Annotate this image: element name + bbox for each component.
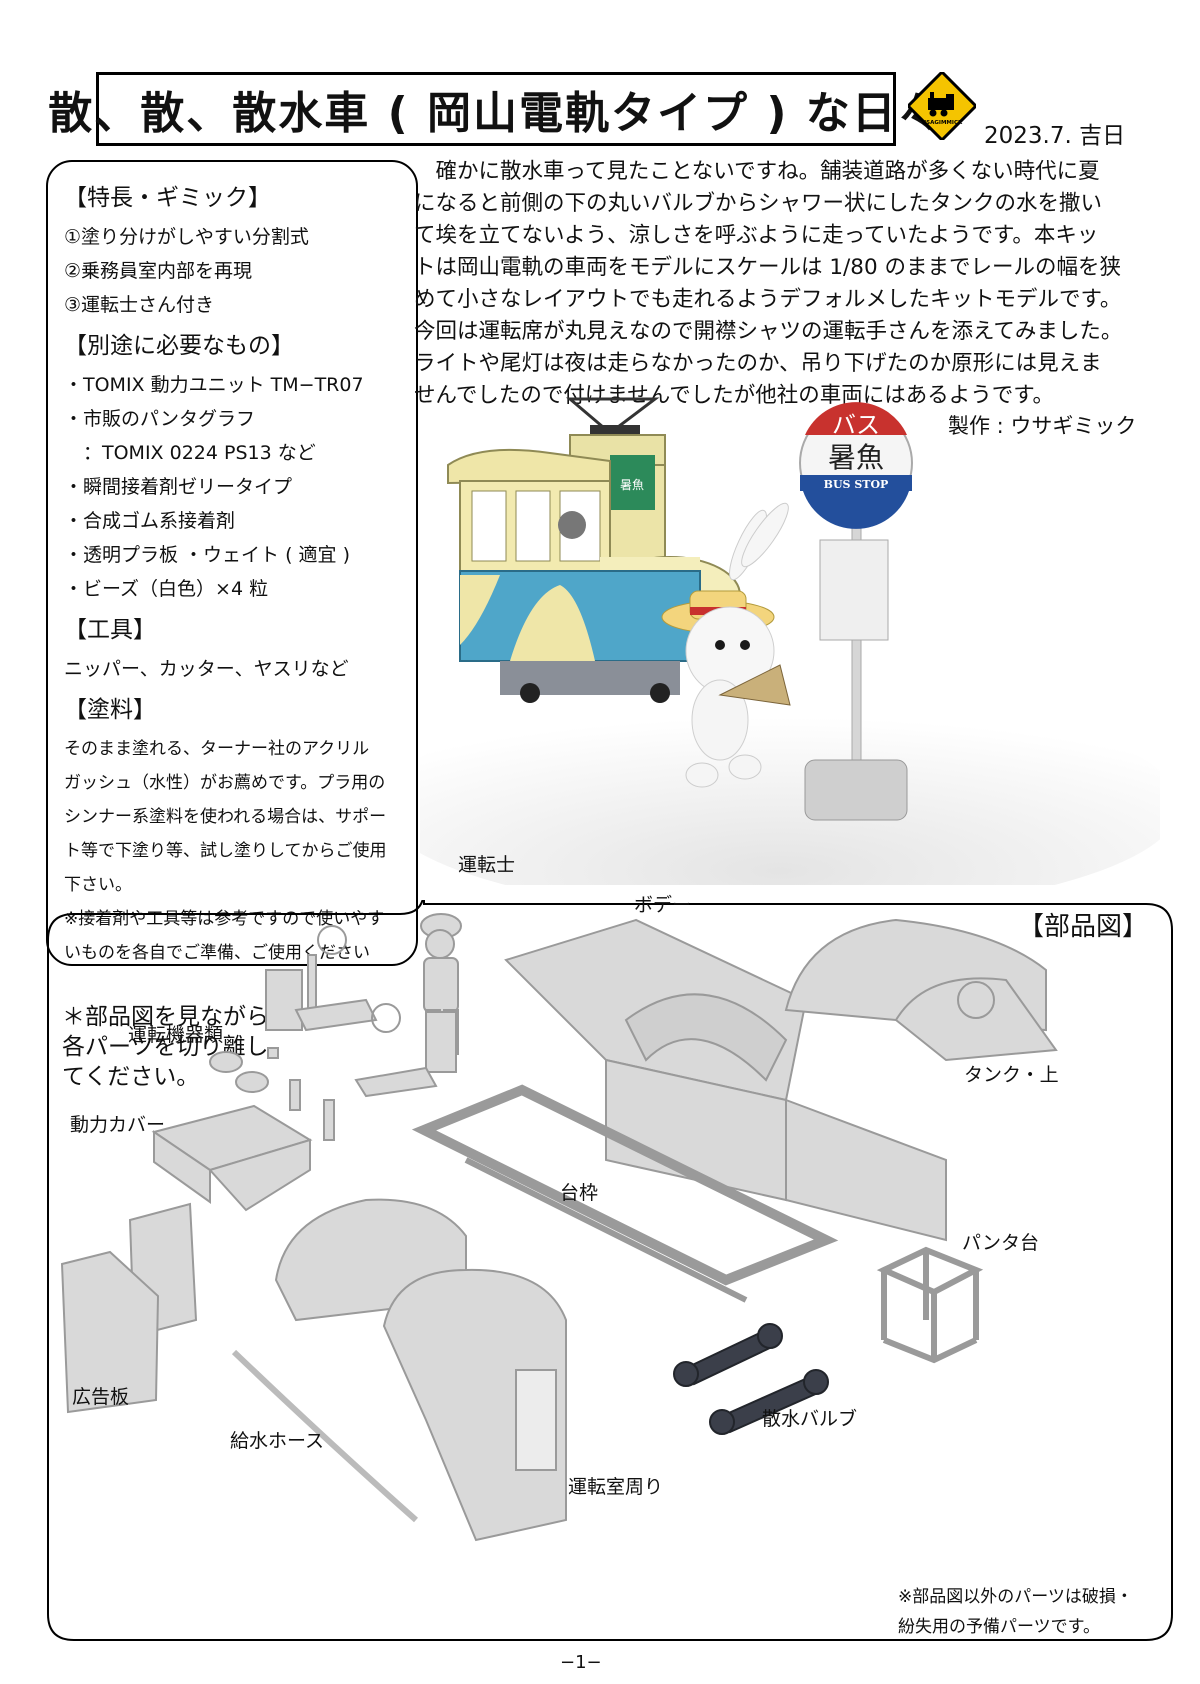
paint-line: 下さい。 xyxy=(64,875,132,895)
bus-stop-sign: バス 暑魚 BUS STOP xyxy=(799,402,913,821)
spare-parts-note: ※部品図以外のパーツは破損・ 紛失用の予備パーツです。 xyxy=(898,1582,1133,1642)
parts-title: 【部品図】 xyxy=(1018,912,1149,942)
needs-item: ・合成ゴム系接着剤 xyxy=(64,510,236,532)
intro-paragraph: 確かに散水車って見たことないですね。舗装道路が多くない時代に夏 になると前側の下… xyxy=(414,156,1174,412)
needs-item: ・TOMIX 動力ユニット TM−TR07 xyxy=(64,374,364,396)
instruction-line: ＊部品図を見ながら xyxy=(62,1004,269,1030)
panta-base-part xyxy=(876,1246,984,1364)
needs-heading: 【別途に必要なもの】 xyxy=(64,333,294,359)
label-valve: 散水バルブ xyxy=(762,1408,858,1430)
intro-line: ライトや尾灯は夜は走らなかったのか、吊り下げたのか原形には見えま xyxy=(414,351,1102,376)
ad-board-part xyxy=(60,1202,198,1414)
label-panta-base: パンタ台 xyxy=(962,1232,1039,1254)
body-part xyxy=(504,918,947,1242)
tank-top-part xyxy=(784,918,1058,1062)
needs-item: ・市販のパンタグラフ xyxy=(64,408,255,430)
note-line: 紛失用の予備パーツです。 xyxy=(898,1617,1100,1637)
tools-text: ニッパー、カッター、ヤスリなど xyxy=(64,658,349,680)
label-power-cover: 動力カバー xyxy=(70,1114,166,1136)
label-tank-top: タンク・上 xyxy=(964,1064,1059,1086)
tram-model: 暑魚 xyxy=(447,397,741,703)
needs-item: ：TOMIX 0224 PS13 など xyxy=(64,442,316,464)
page-number: −1− xyxy=(560,1652,602,1673)
controls-part xyxy=(209,925,457,1141)
issue-date: 2023.7. 吉日 xyxy=(984,123,1126,149)
bus-sign-mid: 暑魚 xyxy=(828,441,884,474)
power-cover-part xyxy=(151,1104,313,1212)
paint-line: ト等で下塗り等、試し塗りしてからご使用 xyxy=(64,841,387,861)
paint-heading: 【塗料】 xyxy=(64,697,156,723)
paint-line: そのまま塗れる、ターナー社のアクリル xyxy=(64,739,370,759)
cab-part xyxy=(274,1198,567,1542)
paint-line: ガッシュ（水性）がお薦めです。プラ用の xyxy=(64,773,386,793)
intro-line: 確かに散水車って見たことないですね。舗装道路が多くない時代に夏 xyxy=(414,159,1100,184)
parts-diagram xyxy=(60,913,1058,1542)
needs-item: ・ビーズ（白色）×4 粒 xyxy=(64,578,269,600)
valve-part xyxy=(673,1323,829,1435)
credit: 製作 : ウサギミック xyxy=(948,414,1137,438)
feature-item: ①塗り分けがしやすい分割式 xyxy=(64,226,309,248)
intro-line: せんでしたので付けませんでしたが他社の車両にはあるようです。 xyxy=(414,383,1055,408)
info-panel: 【特長・ギミック】 ①塗り分けがしやすい分割式 ②乗務員室内部を再現 ③運転士さ… xyxy=(46,160,418,966)
label-body: ボデー xyxy=(634,894,692,916)
needs-item: ・瞬間接着剤ゼリータイプ xyxy=(64,476,293,498)
label-controls: 運転機器類 xyxy=(128,1024,224,1046)
logo-text: USAGIMMICK xyxy=(922,120,963,126)
label-driver: 運転士 xyxy=(458,854,516,876)
page-title: 散、散、散水車 ( 岡山電軌タイプ ) な日々 xyxy=(48,88,944,139)
needs-item: ・透明プラ板 ・ウェイト ( 適宜 ) xyxy=(64,544,350,566)
bus-sign-top: バス xyxy=(832,411,880,439)
bus-sign-band: BUS STOP xyxy=(824,478,889,491)
frame-part xyxy=(411,1084,839,1303)
features-heading: 【特長・ギミック】 xyxy=(64,185,271,211)
paint-line: シンナー系塗料を使われる場合は、サポー xyxy=(64,807,387,827)
label-frame: 台枠 xyxy=(560,1182,599,1204)
intro-line: 今回は運転席が丸見えなので開襟シャツの運転手さんを添えてみました。 xyxy=(414,319,1123,344)
usagimmick-logo: USAGIMMICK xyxy=(908,72,976,140)
hose-part xyxy=(231,1349,418,1523)
intro-line: トは岡山電軌の車両をモデルにスケールは 1/80 のままでレールの幅を狭 xyxy=(414,255,1121,280)
intro-line: めて小さなレイアウトでも走れるようデフォルメしたキットモデルです。 xyxy=(414,287,1122,312)
label-cab: 運転室周り xyxy=(568,1476,664,1498)
note-line: ※部品図以外のパーツは破損・ xyxy=(898,1587,1133,1607)
feature-item: ③運転士さん付き xyxy=(64,294,215,316)
intro-line: て埃を立てないよう、涼しさを呼ぶように走っていたようです。本キッ xyxy=(414,223,1099,248)
label-ad-board: 広告板 xyxy=(72,1386,130,1408)
parts-panel-border xyxy=(47,900,1173,1641)
tools-heading: 【工具】 xyxy=(64,617,156,643)
tram-sign: 暑魚 xyxy=(620,478,644,492)
paint-line: いものを各自でご準備、ご使用ください xyxy=(64,943,370,963)
feature-item: ②乗務員室内部を再現 xyxy=(64,260,253,282)
rabbit-figure xyxy=(661,502,791,788)
intro-line: になると前側の下の丸いバルブからシャワー状にしたタンクの水を撒い xyxy=(414,191,1103,216)
tram-scene-illustration: 暑魚 xyxy=(420,397,1160,885)
label-hose: 給水ホース xyxy=(230,1430,325,1452)
instruction-line: てください。 xyxy=(62,1064,200,1090)
title-box: 散、散、散水車 ( 岡山電軌タイプ ) な日々 xyxy=(48,72,942,146)
